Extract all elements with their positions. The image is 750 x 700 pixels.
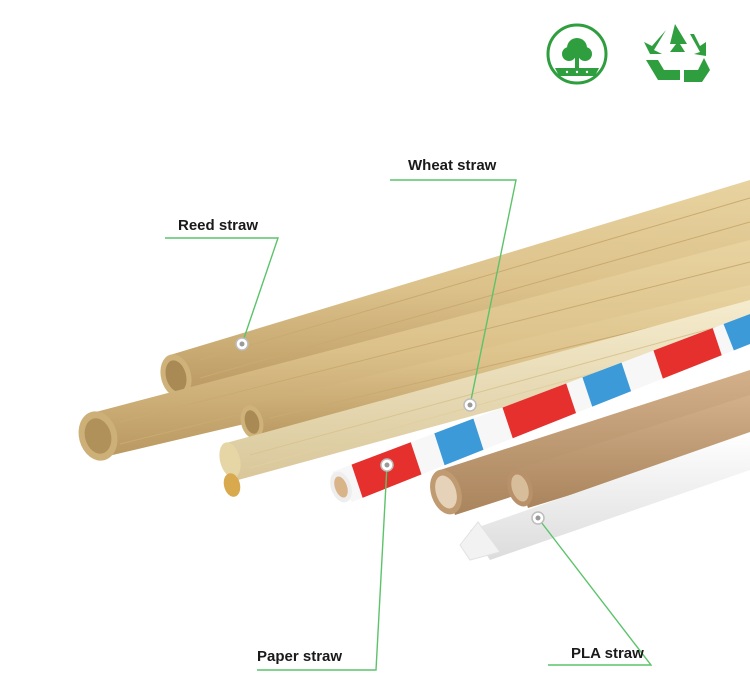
marker-dots — [235, 337, 545, 525]
kraft-straw-back — [507, 395, 750, 508]
pla-straw — [459, 432, 750, 561]
reed-straw-top — [160, 180, 750, 398]
leader-reed — [165, 237, 279, 345]
recycle-icon — [644, 24, 710, 82]
leader-pla — [537, 517, 653, 666]
leader-lines — [165, 179, 653, 671]
leader-paper — [257, 464, 388, 671]
wheat-straw — [219, 300, 750, 497]
wheat-straw-label: Wheat straw — [408, 157, 497, 174]
paper-straw-label: Paper straw — [257, 648, 343, 665]
leader-wheat — [390, 179, 517, 406]
reed-straw-middle — [240, 285, 750, 440]
pla-straw-label: PLA straw — [571, 645, 644, 662]
plant-soil-eco-icon — [546, 23, 608, 85]
reed-straw-label: Reed straw — [178, 217, 259, 234]
